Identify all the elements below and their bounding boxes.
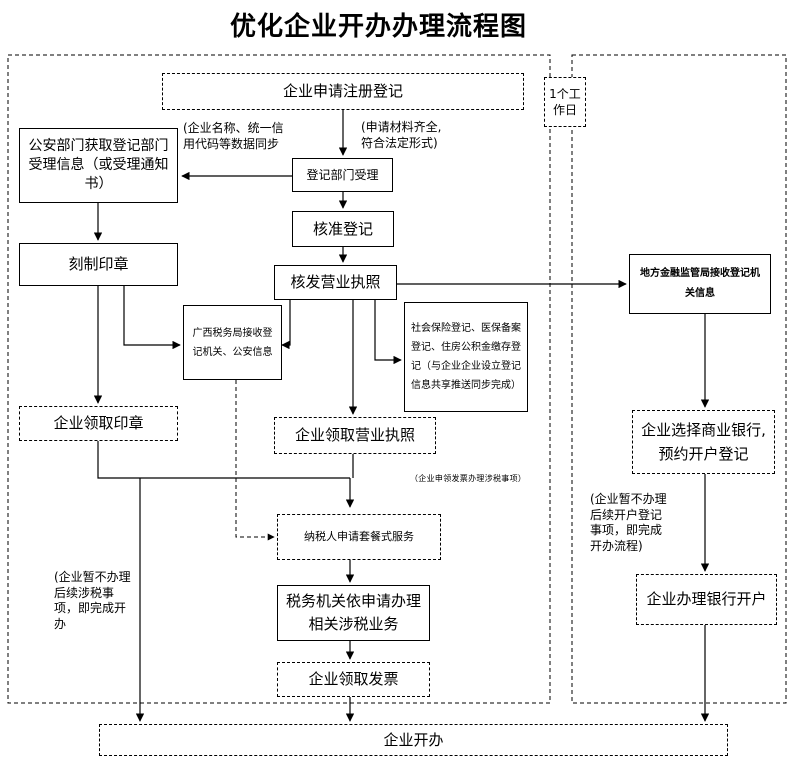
note-sync: (企业名称、统一信用代码等数据同步 [183,121,284,151]
box-tax-handle: 税务机关依申请办理相关涉税业务 [277,585,430,641]
time-limit-tag: 1个工作日 [544,77,586,127]
box-seal-get: 企业领取印章 [19,406,178,441]
box-carve-seal: 刻制印章 [19,243,178,286]
box-bank-open: 企业办理银行开户 [636,574,777,625]
box-police-info: 公安部门获取登记部门受理信息（或受理通知书） [19,128,178,203]
right-region-frame [571,54,787,704]
note-complete: (申请材料齐全,符合法定形式) [361,120,442,150]
note-skip-bank: (企业暂不办理后续开户登记事项，即完成开办流程) [590,492,667,553]
note-skip-tax: (企业暂不办理后续涉税事项，即完成开办 [54,570,131,631]
box-apply: 企业申请注册登记 [162,73,524,110]
box-approve: 核准登记 [292,211,394,247]
box-taxpayer: 纳税人申请套餐式服务 [277,514,441,560]
box-social: 社会保险登记、医保备案登记、住房公积金缴存登记（与企业企业设立登记信息共享推送同… [404,302,528,412]
box-reg-accept: 登记部门受理 [292,158,393,192]
box-invoice: 企业领取发票 [277,662,430,697]
box-license: 核发营业执照 [274,265,397,300]
box-bank-choose: 企业选择商业银行,预约开户登记 [632,410,775,474]
page-title: 优化企业开办办理流程图 [230,12,528,42]
note-invoice: （企业申领发票办理涉税事项） [410,474,527,483]
box-tax-police: 广西税务局接收登记机关、公安信息 [183,305,282,380]
box-finance: 地方金融监管局接收登记机关信息 [629,254,771,314]
box-license-get: 企业领取营业执照 [274,417,436,454]
box-open: 企业开办 [99,724,728,756]
